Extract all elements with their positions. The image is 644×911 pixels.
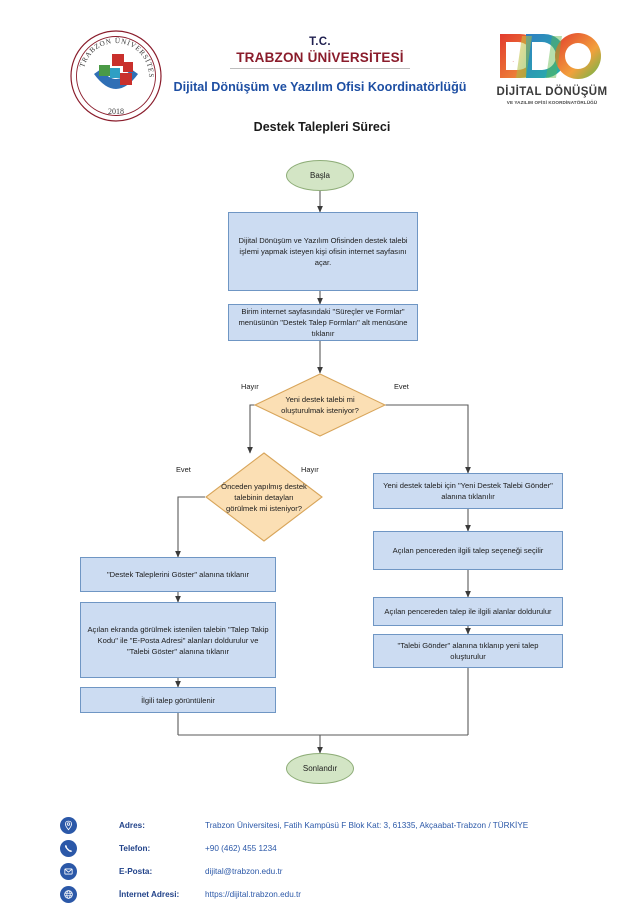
flow-decision-text: Önceden yapılmış destek talebinin detayl…: [221, 481, 307, 513]
flow-step-request-displayed[interactable]: İlgili talep görüntülenir: [80, 687, 276, 713]
footer-value: +90 (462) 455 1234: [205, 843, 277, 853]
flow-decision-new-request[interactable]: Yeni destek talebi mi oluşturulmak isten…: [254, 373, 386, 437]
diamond-shape: [254, 373, 386, 437]
header-title-block: T.C. TRABZON ÜNİVERSİTESİ Dijital Dönüşü…: [160, 36, 480, 95]
footer-label: E-Posta:: [119, 866, 153, 876]
ddo-logo-subtitle-small: VE YAZILIM OFİSİ KOORDİNATÖRLÜĞÜ: [506, 100, 598, 105]
decision1-no-label: Hayır: [241, 382, 259, 391]
flow-step-label: Açılan pencereden ilgili talep seçeneği …: [392, 546, 544, 555]
footer-label: İnternet Adresi:: [119, 889, 180, 899]
tc-line: T.C.: [309, 36, 331, 48]
flow-start-label: Başla: [309, 171, 330, 180]
flow-step-select-request-option[interactable]: Açılan pencereden ilgili talep seçeneği …: [373, 531, 563, 570]
footer-label: Adres:: [119, 820, 145, 830]
footer-value: Trabzon Üniversitesi, Fatih Kampüsü F Bl…: [205, 820, 529, 830]
ddo-logo-subtitle: DİJİTAL DÖNÜŞÜM: [496, 86, 608, 98]
trabzon-universitesi-logo: 2018 TRABZON ÜNİVERSİTESİ: [66, 21, 164, 124]
office-name: Dijital Dönüşüm ve Yazılım Ofisi Koordin…: [173, 80, 467, 94]
flow-step-label: Açılan ekranda görülmek istenilen talebi…: [87, 624, 269, 656]
globe-icon: [60, 885, 77, 903]
flow-step-open-menu[interactable]: Birim internet sayfasındaki "Süreçler ve…: [228, 304, 418, 341]
footer-row-website: İnternet Adresi: https://dijital.trabzon…: [60, 883, 301, 905]
flowchart: Başla Dijital Dönüşüm ve Yazılım Ofisind…: [80, 160, 563, 784]
flow-step-fill-tracking-code[interactable]: Açılan ekranda görülmek istenilen talebi…: [80, 602, 276, 678]
flow-decision-label: Önceden yapılmış destek talebinin detayl…: [205, 452, 323, 542]
decision2-no-label: Hayır: [301, 465, 319, 474]
flow-decision-text: Yeni destek talebi mi oluşturulmak isten…: [281, 395, 359, 415]
phone-icon: [60, 839, 77, 857]
flow-step-label: Yeni destek talebi için "Yeni Destek Tal…: [383, 481, 553, 501]
flow-step-submit-request[interactable]: "Talebi Gönder" alanına tıklanıp yeni ta…: [373, 634, 563, 668]
flow-end-label: Sonlandır: [302, 764, 338, 773]
flow-decision-view-details[interactable]: Önceden yapılmış destek talebinin detayl…: [205, 452, 323, 542]
flow-start-node[interactable]: Başla: [286, 160, 354, 191]
ddo-logo: . DİJİTAL DÖNÜŞÜM VE YAZILIM OFİSİ KOORD…: [492, 30, 612, 114]
footer-row-address: Adres: Trabzon Üniversitesi, Fatih Kampü…: [60, 814, 528, 836]
envelope-icon: [60, 862, 77, 880]
flow-step-open-website[interactable]: Dijital Dönüşüm ve Yazılım Ofisinden des…: [228, 212, 418, 291]
decision1-yes-label: Evet: [394, 382, 409, 391]
flow-decision-label: Yeni destek talebi mi oluşturulmak isten…: [254, 373, 386, 437]
footer-label: Telefon:: [119, 843, 151, 853]
flow-end-node[interactable]: Sonlandır: [286, 753, 354, 784]
university-name: TRABZON ÜNİVERSİTESİ: [230, 50, 410, 69]
flow-step-send-new-request[interactable]: Yeni destek talebi için "Yeni Destek Tal…: [373, 473, 563, 509]
flow-step-show-requests[interactable]: "Destek Taleplerini Göster" alanına tıkl…: [80, 557, 276, 592]
flow-step-label: Dijital Dönüşüm ve Yazılım Ofisinden des…: [238, 236, 408, 267]
uni-logo-year: 2018: [108, 107, 124, 116]
footer-row-email: E-Posta: dijital@trabzon.edu.tr: [60, 860, 283, 882]
flow-step-label: "Destek Taleplerini Göster" alanına tıkl…: [106, 570, 249, 579]
flow-step-label: "Talebi Gönder" alanına tıklanıp yeni ta…: [397, 641, 539, 661]
page-title: Destek Talepleri Süreci: [253, 120, 391, 134]
flowchart-connectors: [175, 191, 471, 754]
decision2-yes-label: Evet: [176, 465, 191, 474]
flow-step-fill-request-fields[interactable]: Açılan pencereden talep ile ilgili alanl…: [373, 597, 563, 626]
location-pin-icon: [60, 816, 77, 834]
diamond-shape: [205, 452, 323, 542]
footer-row-phone: Telefon: +90 (462) 455 1234: [60, 837, 277, 859]
flow-step-label: Birim internet sayfasındaki "Süreçler ve…: [238, 307, 408, 338]
page-footer: Adres: Trabzon Üniversitesi, Fatih Kampü…: [0, 806, 644, 911]
svg-text:.: .: [512, 54, 515, 64]
flow-step-label: Açılan pencereden talep ile ilgili alanl…: [384, 607, 552, 616]
flow-step-label: İlgili talep görüntülenir: [141, 695, 215, 705]
footer-value[interactable]: https://dijital.trabzon.edu.tr: [205, 889, 302, 899]
page-header: 2018 TRABZON ÜNİVERSİTESİ T.C. TRABZON Ü…: [0, 0, 644, 122]
ddo-logo-mark: .: [500, 33, 601, 79]
footer-value[interactable]: dijital@trabzon.edu.tr: [205, 866, 283, 876]
